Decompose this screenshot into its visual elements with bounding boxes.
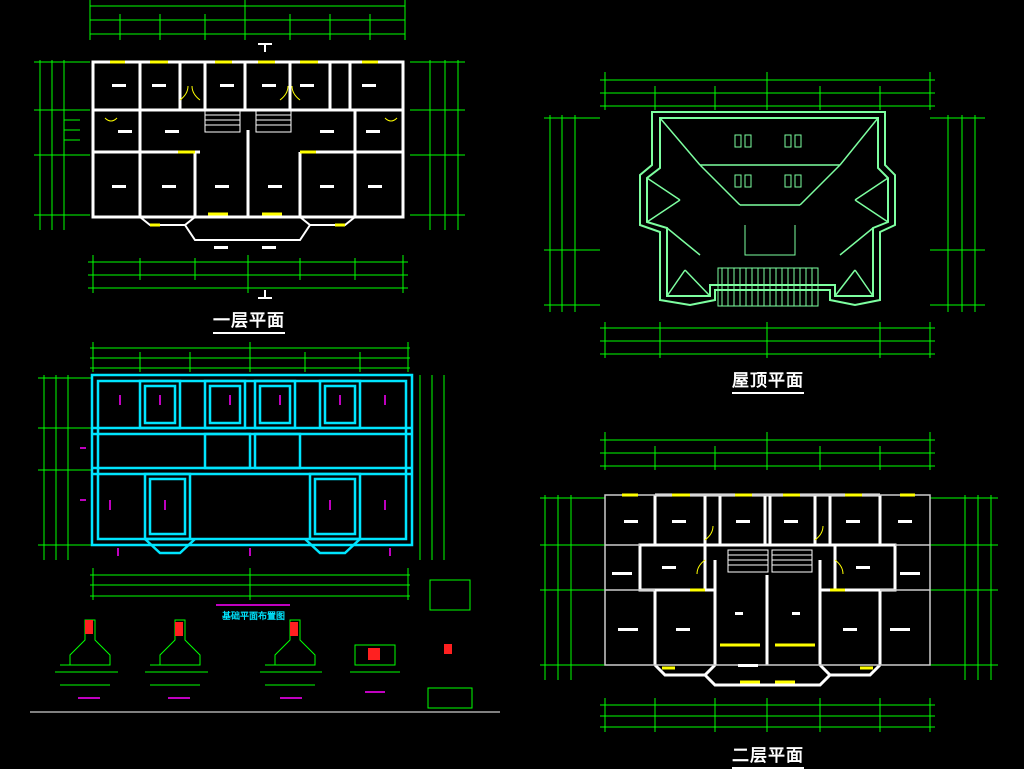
second-floor-plan (540, 432, 998, 732)
foundation-plan (38, 342, 445, 606)
foundation-plan-title: 基础平面布置图 (222, 612, 286, 622)
second-floor-windows (622, 493, 915, 684)
foundation-side-dimensions (38, 375, 445, 560)
first-floor-windows (110, 60, 378, 227)
first-floor-bottom-dimensions (88, 255, 408, 293)
foundation-outline (90, 373, 414, 555)
roof-plan-title: 屋顶平面 (732, 366, 804, 394)
foundation-annotations (80, 395, 391, 606)
first-floor-plan (34, 0, 465, 299)
roof-top-dimensions (600, 72, 935, 110)
section-marker-icon (258, 43, 272, 299)
roof-terrace-rails (717, 267, 819, 307)
first-floor-plan-title: 一层平面 (213, 306, 285, 334)
first-floor-left-dimensions (34, 60, 90, 230)
roof-side-dimensions (544, 115, 985, 312)
door-swing-icon (104, 85, 398, 122)
second-floor-bottom-dimensions (600, 698, 935, 732)
foundation-top-dimensions (90, 342, 410, 372)
second-floor-outer-boundary (604, 494, 931, 666)
second-floor-top-dimensions (600, 432, 935, 470)
first-floor-room-labels (112, 84, 382, 249)
door-swing-icon (696, 525, 844, 575)
stair-icon (727, 549, 813, 573)
roof-vents (734, 134, 802, 256)
section-fill (85, 620, 452, 660)
first-floor-right-dimensions (410, 60, 465, 230)
roof-outline (639, 111, 896, 307)
first-floor-walls (91, 60, 405, 219)
second-floor-room-labels (612, 520, 920, 667)
roof-bottom-dimensions (600, 322, 935, 358)
foundation-bottom-dimensions (90, 568, 410, 600)
second-floor-side-dimensions (540, 495, 998, 680)
detail-labels (78, 691, 385, 699)
first-floor-bay-windows (139, 216, 356, 241)
stair-icon (204, 109, 292, 133)
roof-plan (544, 72, 985, 358)
first-floor-top-dimensions (89, 0, 406, 40)
roof-ridges (646, 117, 889, 297)
second-floor-plan-title: 二层平面 (732, 741, 804, 769)
foundation-details (30, 579, 500, 713)
